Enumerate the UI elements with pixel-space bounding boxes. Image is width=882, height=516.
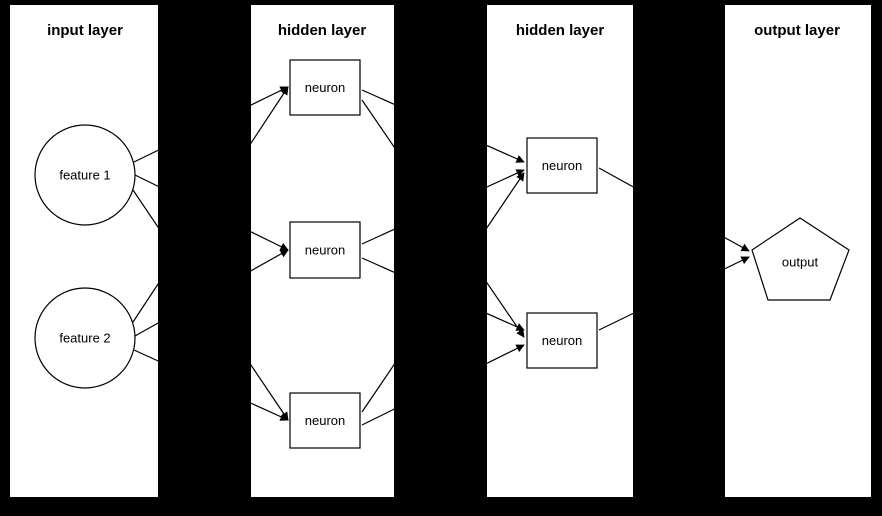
rect-shape	[289, 59, 361, 116]
layer-title-input: input layer	[47, 22, 123, 39]
layer-panel-hidden-2	[487, 5, 633, 497]
gap-3	[633, 0, 725, 516]
node-hidden2-neuron-2[interactable]: neuron	[526, 312, 598, 369]
circle-shape	[34, 124, 136, 226]
rect-shape	[289, 392, 361, 449]
node-label-feature-1: feature 1	[59, 167, 110, 182]
layer-panel-input	[10, 5, 158, 497]
layer-gaps	[158, 0, 725, 516]
node-label-output-node: output	[782, 254, 819, 269]
node-feature-1[interactable]: feature 1	[34, 124, 136, 226]
layer-titles: input layer hidden layer hidden layer outpu…	[47, 22, 840, 39]
node-hidden1-neuron-1[interactable]: neuron	[289, 59, 361, 116]
node-hidden2-neuron-1[interactable]: neuron	[526, 137, 598, 194]
node-hidden1-neuron-3[interactable]: neuron	[289, 392, 361, 449]
layer-title-output: output layer	[754, 22, 840, 39]
gap-2	[394, 0, 487, 516]
node-hidden1-neuron-2[interactable]: neuron	[289, 221, 361, 279]
rect-shape	[526, 312, 598, 369]
node-label-hidden1-neuron-1: neuron	[305, 80, 345, 95]
node-label-hidden1-neuron-2: neuron	[305, 242, 345, 257]
pentagon-shape	[751, 217, 850, 301]
gap-1	[158, 0, 251, 516]
rect-shape	[526, 137, 598, 194]
node-output-node[interactable]: output	[751, 217, 850, 301]
circle-shape	[34, 287, 136, 389]
node-label-hidden2-neuron-1: neuron	[542, 158, 582, 173]
layer-title-hidden-1: hidden layer	[278, 22, 367, 39]
node-label-hidden2-neuron-2: neuron	[542, 333, 582, 348]
node-label-feature-2: feature 2	[59, 330, 110, 345]
node-label-hidden1-neuron-3: neuron	[305, 413, 345, 428]
rect-shape	[289, 221, 361, 279]
node-feature-2[interactable]: feature 2	[34, 287, 136, 389]
layer-nodes: feature 1 feature 2 neuron neuron neuron neur…	[34, 59, 850, 449]
layer-title-hidden-2: hidden layer	[516, 22, 605, 39]
